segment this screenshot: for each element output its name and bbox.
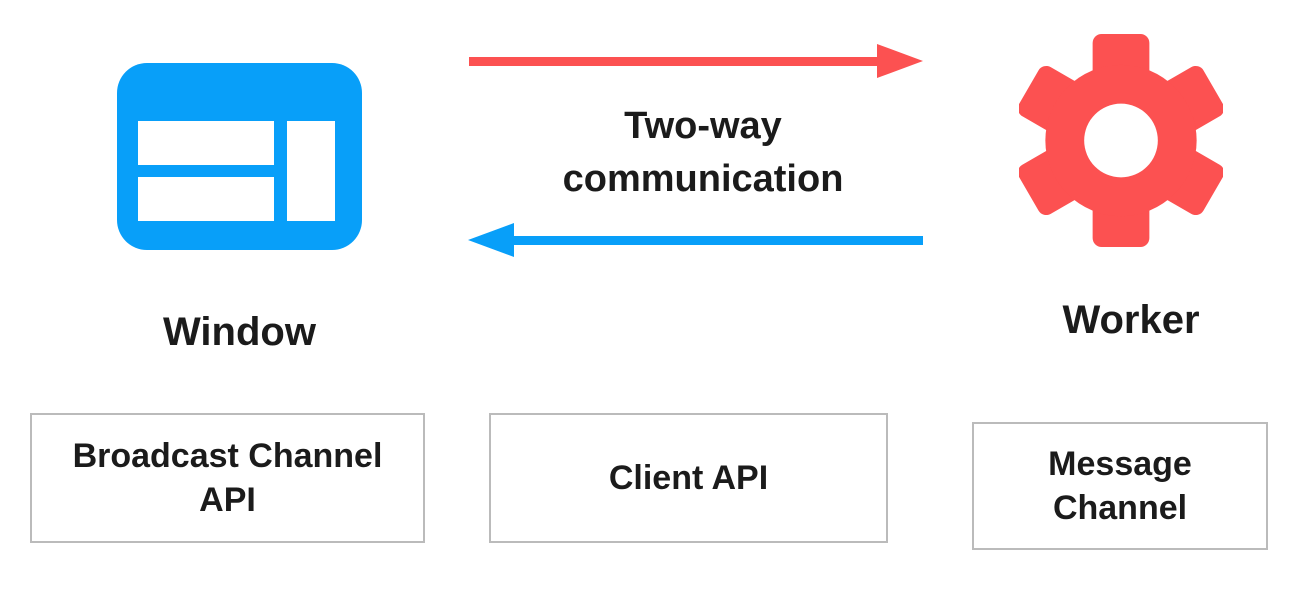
api-box-label: Message Channel [1048,445,1192,527]
api-box-label: Broadcast Channel API [72,437,383,519]
worker-label: Worker [1062,298,1200,342]
arrow-shaft [504,236,923,245]
arrow-head-right [877,44,923,78]
window-content-bar [138,121,274,165]
api-box-client-api: Client API [489,413,888,543]
api-box-label: Client API [608,459,769,497]
window-to-worker-arrow [469,44,923,78]
gear-center-hole [1084,103,1158,178]
gear-icon [1019,33,1223,248]
window-sidebar-bar [287,121,335,221]
two-way-communication-label: Two-way communication [562,105,844,200]
window-content-bar [138,177,274,221]
api-box-broadcast-channel: Broadcast Channel API [30,413,425,543]
api-box-message-channel: Message Channel [972,422,1268,550]
worker-to-window-arrow [468,223,923,257]
browser-window-icon [117,63,362,250]
window-label: Window [163,310,316,354]
arrow-shaft [469,57,889,66]
